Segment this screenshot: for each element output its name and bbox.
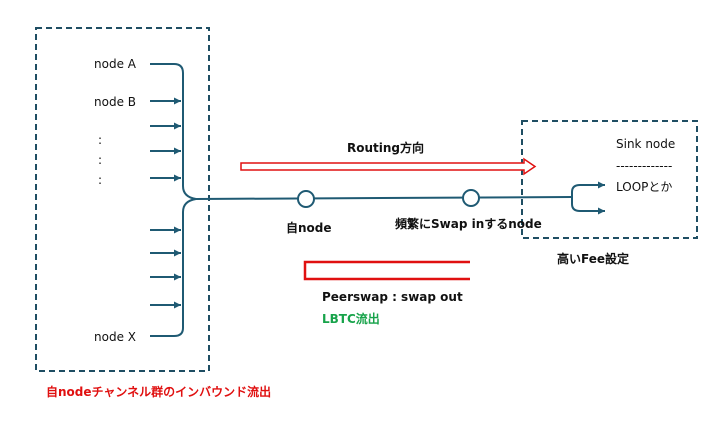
lower-channel-arrows — [150, 226, 181, 309]
ellipsis-dot-3: : — [98, 173, 103, 187]
upper-channel-arrows — [150, 97, 181, 182]
inbound-bracket — [150, 63, 197, 337]
swap-in-node-label: 頻繁にSwap inするnode — [395, 217, 542, 231]
sink-node-label: Sink node — [616, 137, 676, 151]
ellipsis-dot-2: : — [98, 153, 103, 167]
self-node-label: 自node — [286, 221, 332, 235]
peerswap-arrow — [303, 260, 470, 281]
lbtc-outflow-label: LBTC流出 — [322, 312, 380, 326]
swap-in-node-circle — [462, 189, 480, 207]
node-b-label: node B — [94, 95, 136, 109]
sink-fork — [571, 184, 597, 212]
main-route-line — [195, 196, 573, 200]
loop-label: LOOPとか — [616, 180, 673, 194]
ellipsis-dot-1: : — [98, 133, 103, 147]
peerswap-label: Peerswap : swap out — [322, 290, 463, 304]
routing-direction-label: Routing方向 — [347, 141, 425, 155]
separator-line-text: ------------- — [616, 159, 673, 173]
high-fee-label: 高いFee設定 — [557, 252, 629, 266]
self-node-circle — [297, 190, 315, 208]
sink-group-box — [521, 120, 698, 239]
inbound-outflow-caption: 自nodeチャンネル群のインバウンド流出 — [46, 385, 272, 399]
node-a-label: node A — [94, 57, 136, 71]
routing-direction-arrow — [240, 157, 537, 176]
node-x-label: node X — [94, 330, 136, 344]
